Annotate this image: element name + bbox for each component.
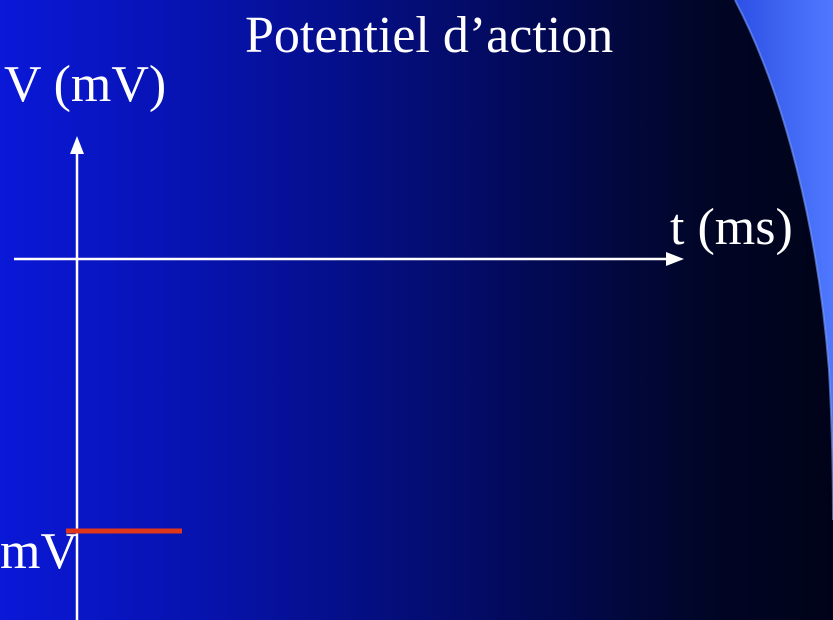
y-axis-label: V (mV) — [4, 56, 167, 113]
x-axis-label: t (ms) — [670, 199, 793, 256]
x-axis-arrowhead — [666, 252, 684, 266]
decorative-arc-shape — [735, 0, 833, 520]
y-axis-arrowhead — [70, 136, 84, 154]
slide-title: Potentiel d’action — [245, 7, 614, 64]
baseline-label: mV — [0, 523, 78, 580]
